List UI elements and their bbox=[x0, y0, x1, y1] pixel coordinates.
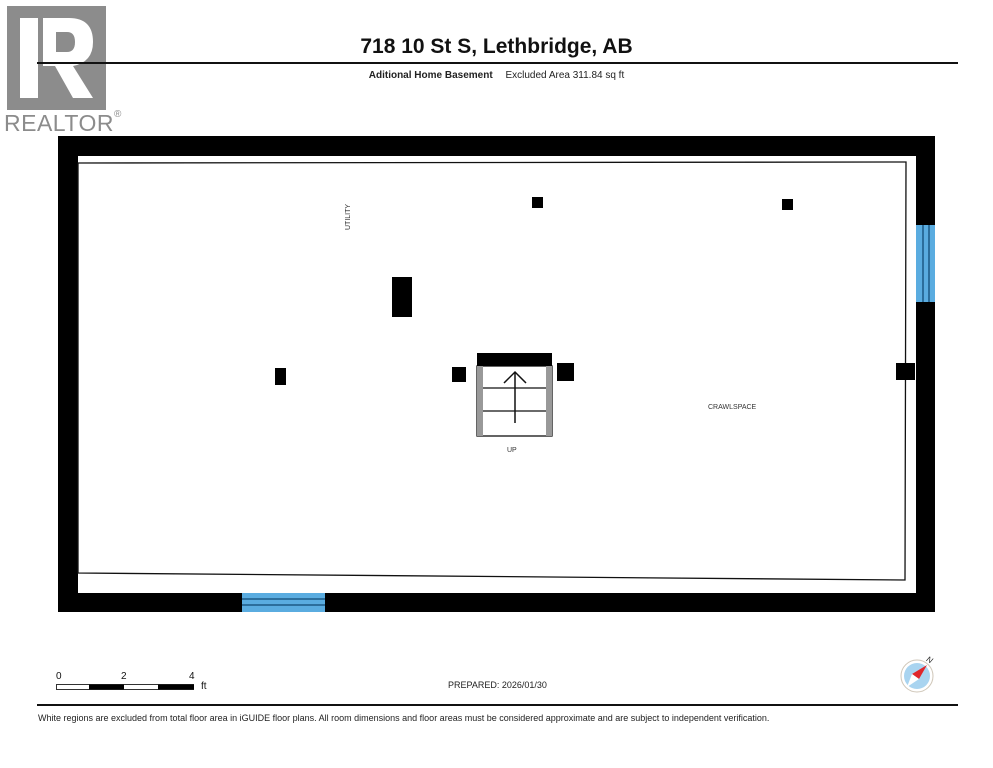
stairs-label: UP bbox=[507, 447, 517, 454]
scale-unit: ft bbox=[201, 681, 207, 692]
realtor-wordmark: REALTOR® bbox=[4, 109, 122, 136]
scale-tick-4: 4 bbox=[189, 671, 195, 682]
compass: N bbox=[898, 652, 940, 694]
room-label-crawlspace: CRAWLSPACE bbox=[708, 404, 757, 411]
excluded-area: Excluded Area 311.84 sq ft bbox=[505, 70, 625, 81]
realtor-r-icon bbox=[7, 6, 106, 110]
footer-divider bbox=[37, 704, 958, 706]
header-divider bbox=[37, 62, 958, 64]
scale-tick-2: 2 bbox=[121, 671, 127, 682]
prepared-date: PREPARED: 2026/01/30 bbox=[448, 680, 547, 690]
scale-bar-graphic bbox=[56, 684, 194, 690]
scale-tick-0: 0 bbox=[56, 671, 62, 682]
room-label-utility: UTILITY bbox=[345, 203, 352, 230]
room-boundary bbox=[77, 161, 907, 581]
svg-text:N: N bbox=[925, 655, 935, 666]
staircase bbox=[476, 353, 553, 437]
page-title: 718 10 St S, Lethbridge, AB bbox=[360, 35, 633, 58]
floor-name: Aditional Home Basement bbox=[368, 70, 493, 81]
window-right bbox=[916, 225, 935, 302]
arrow-up-icon bbox=[503, 370, 527, 423]
floor-subtitle: Aditional Home Basement Excluded Area 31… bbox=[0, 70, 993, 81]
realtor-logo bbox=[7, 6, 106, 110]
support-posts bbox=[275, 197, 915, 385]
compass-icon: N bbox=[900, 655, 935, 693]
disclaimer-text: White regions are excluded from total fl… bbox=[38, 713, 770, 723]
window-bottom bbox=[242, 593, 325, 612]
